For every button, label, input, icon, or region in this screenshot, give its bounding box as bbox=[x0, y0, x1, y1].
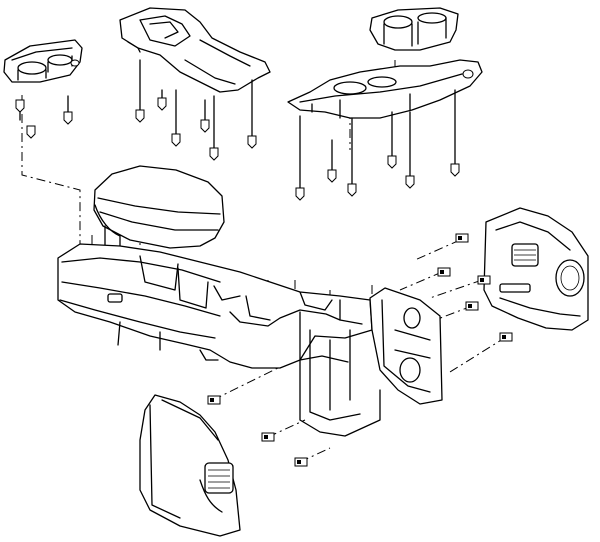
fastener bbox=[209, 95, 219, 161]
vent-grille bbox=[511, 243, 539, 267]
fastener bbox=[135, 59, 145, 123]
right-side-trim-panel bbox=[483, 207, 589, 331]
left-side-trim-panel bbox=[139, 394, 241, 537]
floor-console-body bbox=[57, 243, 373, 369]
fastener bbox=[327, 139, 337, 183]
retainer-clip bbox=[207, 395, 221, 405]
fastener bbox=[295, 115, 305, 201]
shifter-trim-bezel bbox=[119, 7, 271, 93]
fastener bbox=[15, 99, 25, 121]
console-rear-bracket bbox=[299, 287, 443, 437]
retainer-clip bbox=[455, 233, 469, 243]
retainer-clip bbox=[261, 432, 275, 442]
retainer-clip bbox=[294, 457, 308, 467]
fastener bbox=[405, 111, 415, 189]
fastener bbox=[200, 99, 210, 133]
fastener bbox=[450, 89, 460, 177]
retainer-clips bbox=[207, 233, 513, 467]
push-pin-fasteners bbox=[15, 59, 460, 201]
cup-holder-trim-plate bbox=[287, 59, 483, 119]
fastener bbox=[387, 111, 397, 169]
armrest-lid bbox=[93, 165, 225, 263]
right-cup-holder-insert bbox=[369, 7, 459, 51]
fastener bbox=[347, 117, 357, 197]
fastener bbox=[157, 89, 167, 111]
fastener bbox=[171, 89, 181, 147]
retainer-clip bbox=[499, 332, 513, 342]
retainer-clip bbox=[477, 275, 491, 285]
left-cup-holder-insert bbox=[3, 39, 83, 83]
fastener bbox=[63, 95, 73, 125]
vent-grille-left bbox=[204, 462, 234, 494]
retainer-clip bbox=[465, 301, 479, 311]
fastener bbox=[247, 79, 257, 149]
fastener bbox=[26, 125, 36, 139]
retainer-clip bbox=[437, 267, 451, 277]
